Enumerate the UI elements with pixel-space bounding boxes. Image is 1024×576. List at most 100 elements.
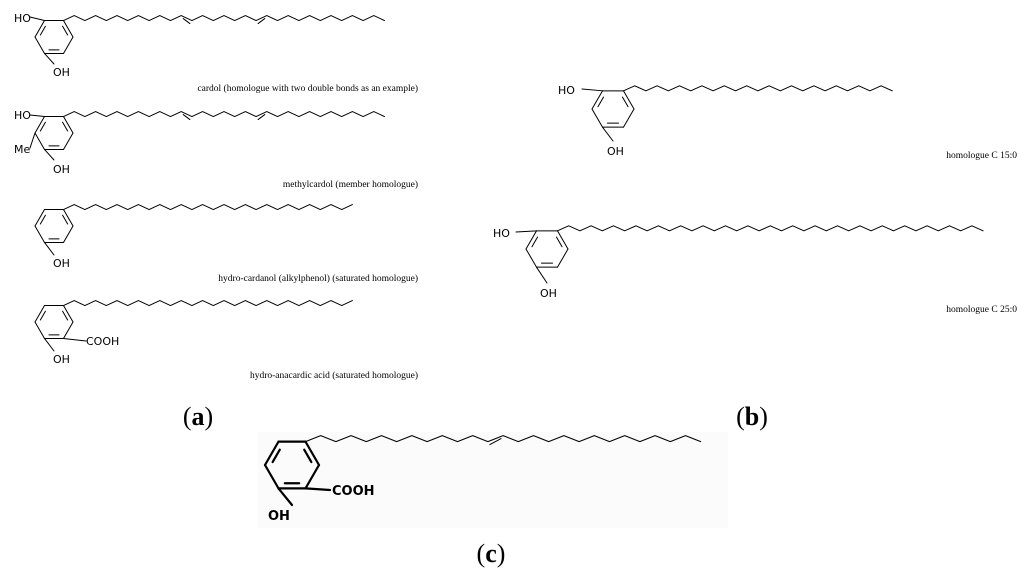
methylcardol-ho-label: HO	[14, 109, 31, 122]
ring-bond	[63, 225, 74, 243]
ring-double-bond	[597, 96, 604, 108]
ring-double-bond	[62, 310, 69, 321]
ring-bond	[557, 248, 569, 268]
ring-double-bond	[531, 236, 538, 248]
ho-bond	[581, 88, 603, 92]
cardol-structure	[29, 15, 385, 65]
ring-bond	[63, 321, 74, 339]
anacardic-oh-label: OH	[268, 509, 290, 524]
ring-double-bond	[622, 96, 629, 108]
ring-bond	[557, 230, 569, 250]
alkyl-chain	[63, 111, 385, 118]
c15-oh-label: OH	[607, 145, 624, 158]
oh-bond	[44, 337, 55, 352]
chain-double-bond	[489, 438, 502, 446]
hydro-anacardic-acid-structure	[34, 300, 353, 352]
alkyl-chain	[623, 85, 893, 92]
chain-double-bond	[257, 18, 266, 25]
ring-bond	[591, 108, 603, 128]
alkyl-chain	[63, 15, 385, 22]
ring-bond	[34, 209, 45, 227]
ho-bond	[515, 230, 537, 233]
ring-double-bond	[62, 25, 69, 36]
chain-double-bond	[257, 114, 266, 121]
cardol-caption: cardol (homologue with two double bonds …	[197, 83, 418, 94]
ring-bond	[304, 463, 321, 490]
cardol-ho-label: HO	[14, 12, 31, 25]
ring-bond	[34, 225, 45, 243]
c15-caption: homologue C 15:0	[946, 151, 1017, 161]
ring-bond	[263, 440, 280, 467]
hydro-anacardic-cooh-label: COOH	[86, 335, 119, 348]
ring-bond	[263, 463, 280, 490]
ho-bond	[29, 114, 45, 118]
methylcardol-structure	[29, 111, 385, 161]
chain-double-bond	[182, 114, 191, 121]
hydro-cardanol-oh-label: OH	[53, 257, 70, 270]
ring-double-bond	[556, 236, 563, 248]
oh-bond	[602, 126, 614, 142]
c15-ho-label: HO	[558, 84, 575, 97]
ring-bond	[34, 116, 45, 134]
cardol-oh-label: OH	[53, 66, 70, 79]
methylcardol-caption: methylcardol (member homologue)	[283, 179, 418, 190]
oh-bond	[536, 266, 548, 284]
c25-caption: homologue C 25:0	[946, 305, 1017, 315]
ring-double-bond	[39, 121, 46, 132]
ring-bond	[34, 132, 45, 150]
hydro-cardanol-caption: hydro-cardanol (alkylphenol) (saturated …	[218, 273, 418, 284]
ring-bond	[63, 116, 74, 134]
hydro-anacardic-caption: hydro-anacardic acid (saturated homologu…	[250, 370, 418, 381]
alkyl-chain	[63, 300, 353, 307]
ring-bond	[623, 90, 635, 110]
ring-bond	[63, 132, 74, 150]
oh-bond	[277, 487, 294, 507]
cooh-bond	[63, 337, 87, 342]
chain-double-bond	[182, 18, 191, 25]
ring-double-bond	[62, 214, 69, 225]
ring-bond	[63, 209, 74, 227]
ring-bond	[63, 305, 74, 323]
hydro-anacardic-oh-label: OH	[53, 353, 70, 366]
panel-c-backdrop	[258, 432, 728, 528]
oh-bond	[44, 148, 55, 161]
oh-bond	[44, 52, 55, 65]
anacardic-acid-structure	[263, 435, 702, 507]
oh-bond	[44, 241, 55, 256]
panel-a-label: (a)	[183, 402, 213, 431]
ring-bond	[591, 90, 603, 110]
panel-b-label: (b)	[736, 402, 768, 431]
c25-ho-label: HO	[493, 227, 510, 240]
panel-c-label: (c)	[477, 539, 506, 568]
c25-oh-label: OH	[540, 287, 557, 300]
ring-bond	[304, 440, 321, 467]
ring-double-bond	[271, 448, 281, 464]
methylcardol-oh-label: OH	[53, 163, 70, 176]
ring-bond	[34, 20, 45, 38]
ring-double-bond	[39, 25, 46, 36]
ring-double-bond	[303, 448, 313, 464]
ring-double-bond	[62, 121, 69, 132]
alkyl-chain	[557, 225, 984, 232]
ring-double-bond	[39, 310, 46, 321]
hydro-cardanol-structure	[34, 204, 353, 256]
methylcardol-me-label: Me	[14, 143, 30, 156]
ring-bond	[623, 108, 635, 128]
ring-double-bond	[39, 214, 46, 225]
ring-bond	[63, 20, 74, 38]
ring-bond	[525, 230, 537, 250]
homologue-c15-structure	[581, 85, 893, 142]
anacardic-cooh-label: COOH	[332, 484, 375, 499]
alkyl-chain	[63, 204, 353, 211]
ring-bond	[63, 36, 74, 54]
ring-bond	[34, 305, 45, 323]
ring-bond	[34, 36, 45, 54]
alkyl-chain	[305, 435, 702, 443]
cooh-bond	[304, 487, 332, 492]
me-bond	[29, 132, 36, 149]
ho-bond	[29, 16, 45, 22]
ring-bond	[525, 248, 537, 268]
ring-bond	[34, 321, 45, 339]
homologue-c25-structure	[515, 225, 984, 284]
